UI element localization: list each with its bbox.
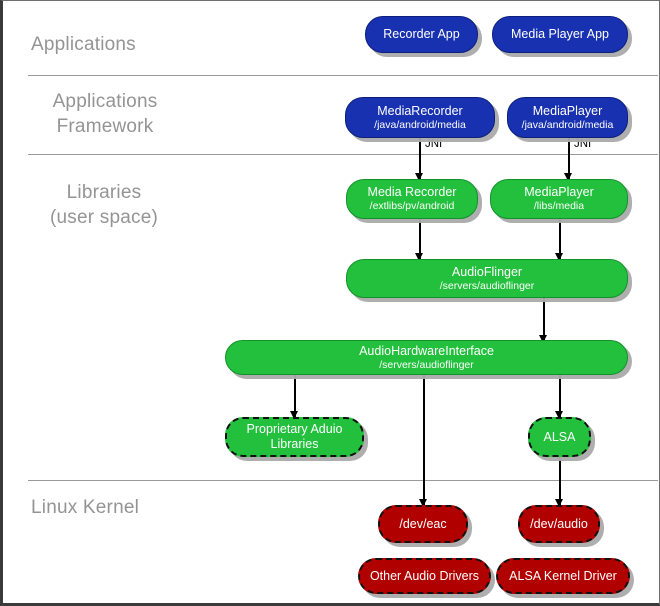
node-mediaplayer-library[interactable]: MediaPlayer /libs/media (490, 179, 628, 219)
node-mediarecorder-framework[interactable]: MediaRecorder /java/android/media (345, 97, 495, 138)
connector-ahi-to-alsa (559, 373, 561, 417)
node-dev-eac[interactable]: /dev/eac (378, 505, 468, 543)
arrowhead-proprietary-libraries (290, 411, 298, 419)
connector-alsa-to-dev-audio (559, 456, 561, 505)
node-dev-audio[interactable]: /dev/audio (518, 505, 600, 543)
node-mediaplayer-framework-subtitle: /java/android/media (521, 118, 614, 131)
layer-label-libraries: Libraries (user space) (50, 182, 158, 228)
node-audioflinger-title: AudioFlinger (451, 264, 523, 279)
node-dev-audio-title: /dev/audio (530, 516, 588, 531)
arrowhead-audiohardwareinterface (539, 335, 547, 343)
arrowhead-dev-audio (555, 499, 563, 507)
divider-applications (28, 75, 658, 76)
node-media-recorder-library-title: Media Recorder (367, 185, 457, 199)
node-audioflinger[interactable]: AudioFlinger /servers/audioflinger (346, 259, 628, 298)
node-other-audio-drivers[interactable]: Other Audio Drivers (358, 558, 491, 594)
arrowhead-audioflinger-left (415, 253, 423, 261)
node-media-player-app-title: Media Player App (511, 27, 609, 41)
connector-ahi-to-dev-eac (423, 373, 425, 505)
node-mediarecorder-framework-title: MediaRecorder (377, 103, 463, 118)
node-recorder-app[interactable]: Recorder App (365, 16, 478, 53)
node-media-recorder-library-subtitle: /extlibs/pv/android (369, 200, 455, 212)
connector-audioflinger-to-audiohardwareinterface (543, 298, 545, 341)
node-dev-eac-title: /dev/eac (399, 516, 447, 531)
node-alsa-kernel-driver-title: ALSA Kernel Driver (509, 568, 617, 583)
layer-label-linux-kernel: Linux Kernel (31, 497, 140, 518)
node-media-player-app[interactable]: Media Player App (492, 16, 628, 53)
node-audiohardwareinterface[interactable]: AudioHardwareInterface /servers/audiofli… (225, 340, 628, 375)
divider-framework (28, 154, 658, 155)
layer-label-applications: Applications (31, 34, 136, 55)
arrowhead-media-recorder-lib (415, 173, 423, 181)
jni-label-left: JNI (425, 138, 443, 150)
arrowhead-alsa (555, 411, 563, 419)
node-alsa-kernel-driver[interactable]: ALSA Kernel Driver (496, 558, 630, 594)
node-mediarecorder-framework-subtitle: /java/android/media (374, 118, 466, 131)
connector-ahi-to-proprietary-libraries (294, 373, 296, 417)
arrowhead-audioflinger-right (555, 253, 563, 261)
node-media-recorder-library[interactable]: Media Recorder /extlibs/pv/android (346, 179, 478, 219)
divider-linux-kernel (28, 480, 658, 481)
node-mediaplayer-framework[interactable]: MediaPlayer /java/android/media (507, 97, 628, 138)
node-proprietary-audio-libraries[interactable]: Proprietary Aduio Libraries (225, 417, 364, 457)
layer-label-applications-framework: Applications Framework (52, 91, 158, 137)
node-alsa-title: ALSA (543, 429, 576, 444)
node-alsa[interactable]: ALSA (528, 417, 591, 457)
node-other-audio-drivers-title: Other Audio Drivers (369, 568, 480, 583)
connector-mediaplayer-lib-to-audioflinger (559, 219, 561, 259)
arrowhead-dev-eac (419, 499, 427, 507)
connector-mediarecorder-fw-to-lib (419, 138, 421, 179)
node-audiohardwareinterface-subtitle: /servers/audioflinger (379, 358, 474, 371)
node-mediaplayer-library-subtitle: /libs/media (533, 200, 585, 212)
node-mediaplayer-framework-title: MediaPlayer (532, 103, 603, 118)
connector-mediaplayer-fw-to-lib (568, 138, 570, 179)
jni-label-right: JNI (574, 138, 592, 150)
node-proprietary-audio-libraries-title: Proprietary Aduio Libraries (246, 422, 343, 451)
node-audiohardwareinterface-title: AudioHardwareInterface (359, 343, 494, 358)
node-mediaplayer-library-title: MediaPlayer (524, 185, 594, 199)
node-recorder-app-title: Recorder App (383, 27, 460, 41)
node-audioflinger-subtitle: /servers/audioflinger (439, 279, 535, 292)
arrowhead-mediaplayer-lib (564, 173, 572, 181)
connector-media-recorder-lib-to-audioflinger (419, 219, 421, 259)
